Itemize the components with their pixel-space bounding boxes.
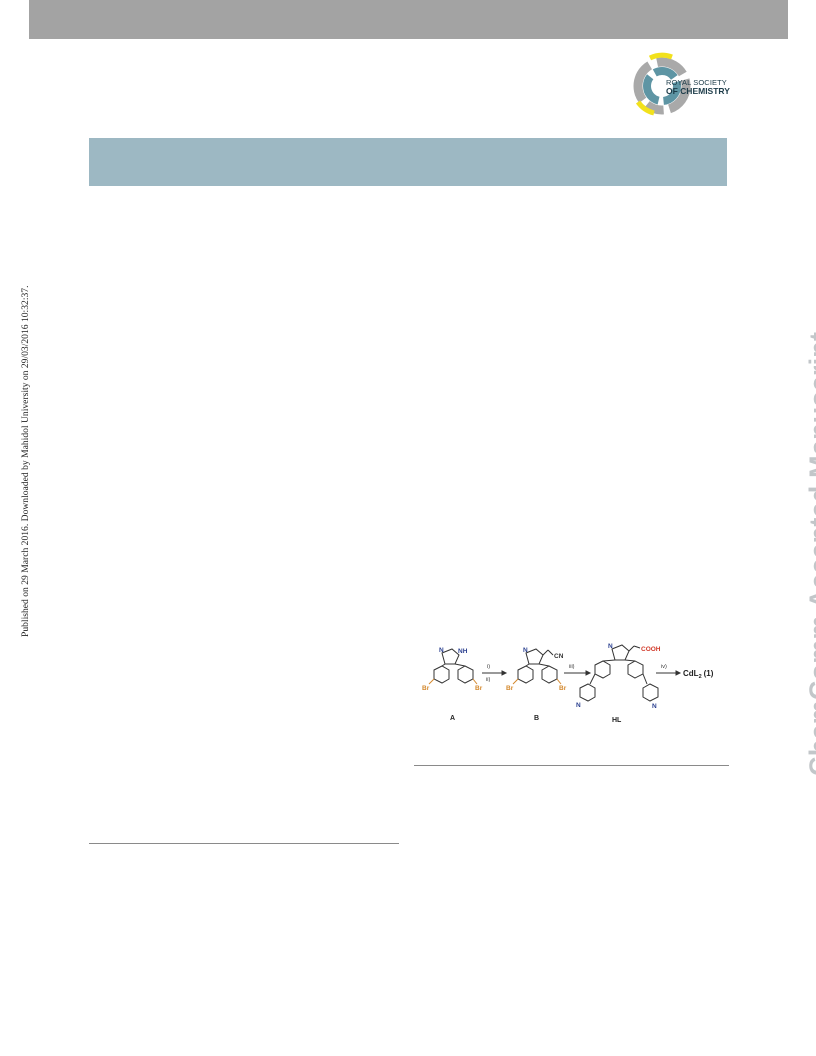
molecule-a-imidazole [441,648,460,665]
label-nh-a: NH [458,648,468,655]
compound-label-b: B [534,715,539,722]
publication-note-text: Published on 29 March 2016. Downloaded b… [20,285,31,637]
label-step-iv: iv) [661,664,667,670]
molecule-hl-ring-right-2 [642,683,659,702]
header-bar [29,0,788,39]
label-br-a-left: Br [422,685,430,692]
molecule-hl-ring-left-2 [579,683,596,702]
label-n-hl: N [608,643,613,650]
label-n-b: N [523,647,528,654]
product-formula: CdL [683,669,699,678]
molecule-a-ring-left [433,665,450,684]
label-n-a: N [439,647,444,654]
synthesis-scheme: N NH N N N N Br Br Br Br CN COOH i) ii) … [414,638,732,730]
logo-line-2: OF CHEMISTRY [666,86,730,96]
rsc-logo-text: ROYAL SOCIETY OF CHEMISTRY [666,78,730,96]
product-subscript: 2 [699,674,702,680]
label-step-iii: iii) [569,664,575,670]
label-cooh: COOH [641,646,661,653]
label-n-hl-pyridine-right: N [652,703,657,710]
compound-label-hl: HL [612,717,622,724]
label-br-b-right: Br [559,685,567,692]
product-number: (1) [704,669,714,678]
label-step-i: i) [487,664,490,670]
molecule-hl-ring-left-1 [594,660,611,679]
footnote-rule [89,843,399,844]
molecule-hl-imidazole [611,644,630,661]
molecule-hl-ring-right-1 [627,660,644,679]
product-label: CdL2(1) [683,669,714,680]
logo-line-1: ROYAL SOCIETY [666,78,727,87]
molecule-a-ring-right [457,665,474,684]
label-cn: CN [554,653,564,660]
scheme-bottom-rule [414,765,729,766]
rsc-logo [628,50,732,120]
article-type-banner [89,138,727,186]
molecule-b-imidazole [525,648,544,665]
compound-label-a: A [450,715,455,722]
publication-note: Published on 29 March 2016. Downloaded b… [6,247,31,637]
label-n-hl-pyridine-left: N [576,702,581,709]
label-br-a-right: Br [475,685,483,692]
rsc-circular-logo-icon [633,52,691,116]
accepted-manuscript-watermark: ChemComm Accepted Manuscript [776,276,816,776]
synthesis-scheme-drawing: N NH N N N N Br Br Br Br CN COOH i) ii) … [422,643,714,724]
molecule-b-ring-right [541,665,558,684]
watermark-text: ChemComm Accepted Manuscript [804,331,816,776]
label-br-b-left: Br [506,685,514,692]
molecule-b-ring-left [517,665,534,684]
label-step-ii: ii) [486,677,490,683]
